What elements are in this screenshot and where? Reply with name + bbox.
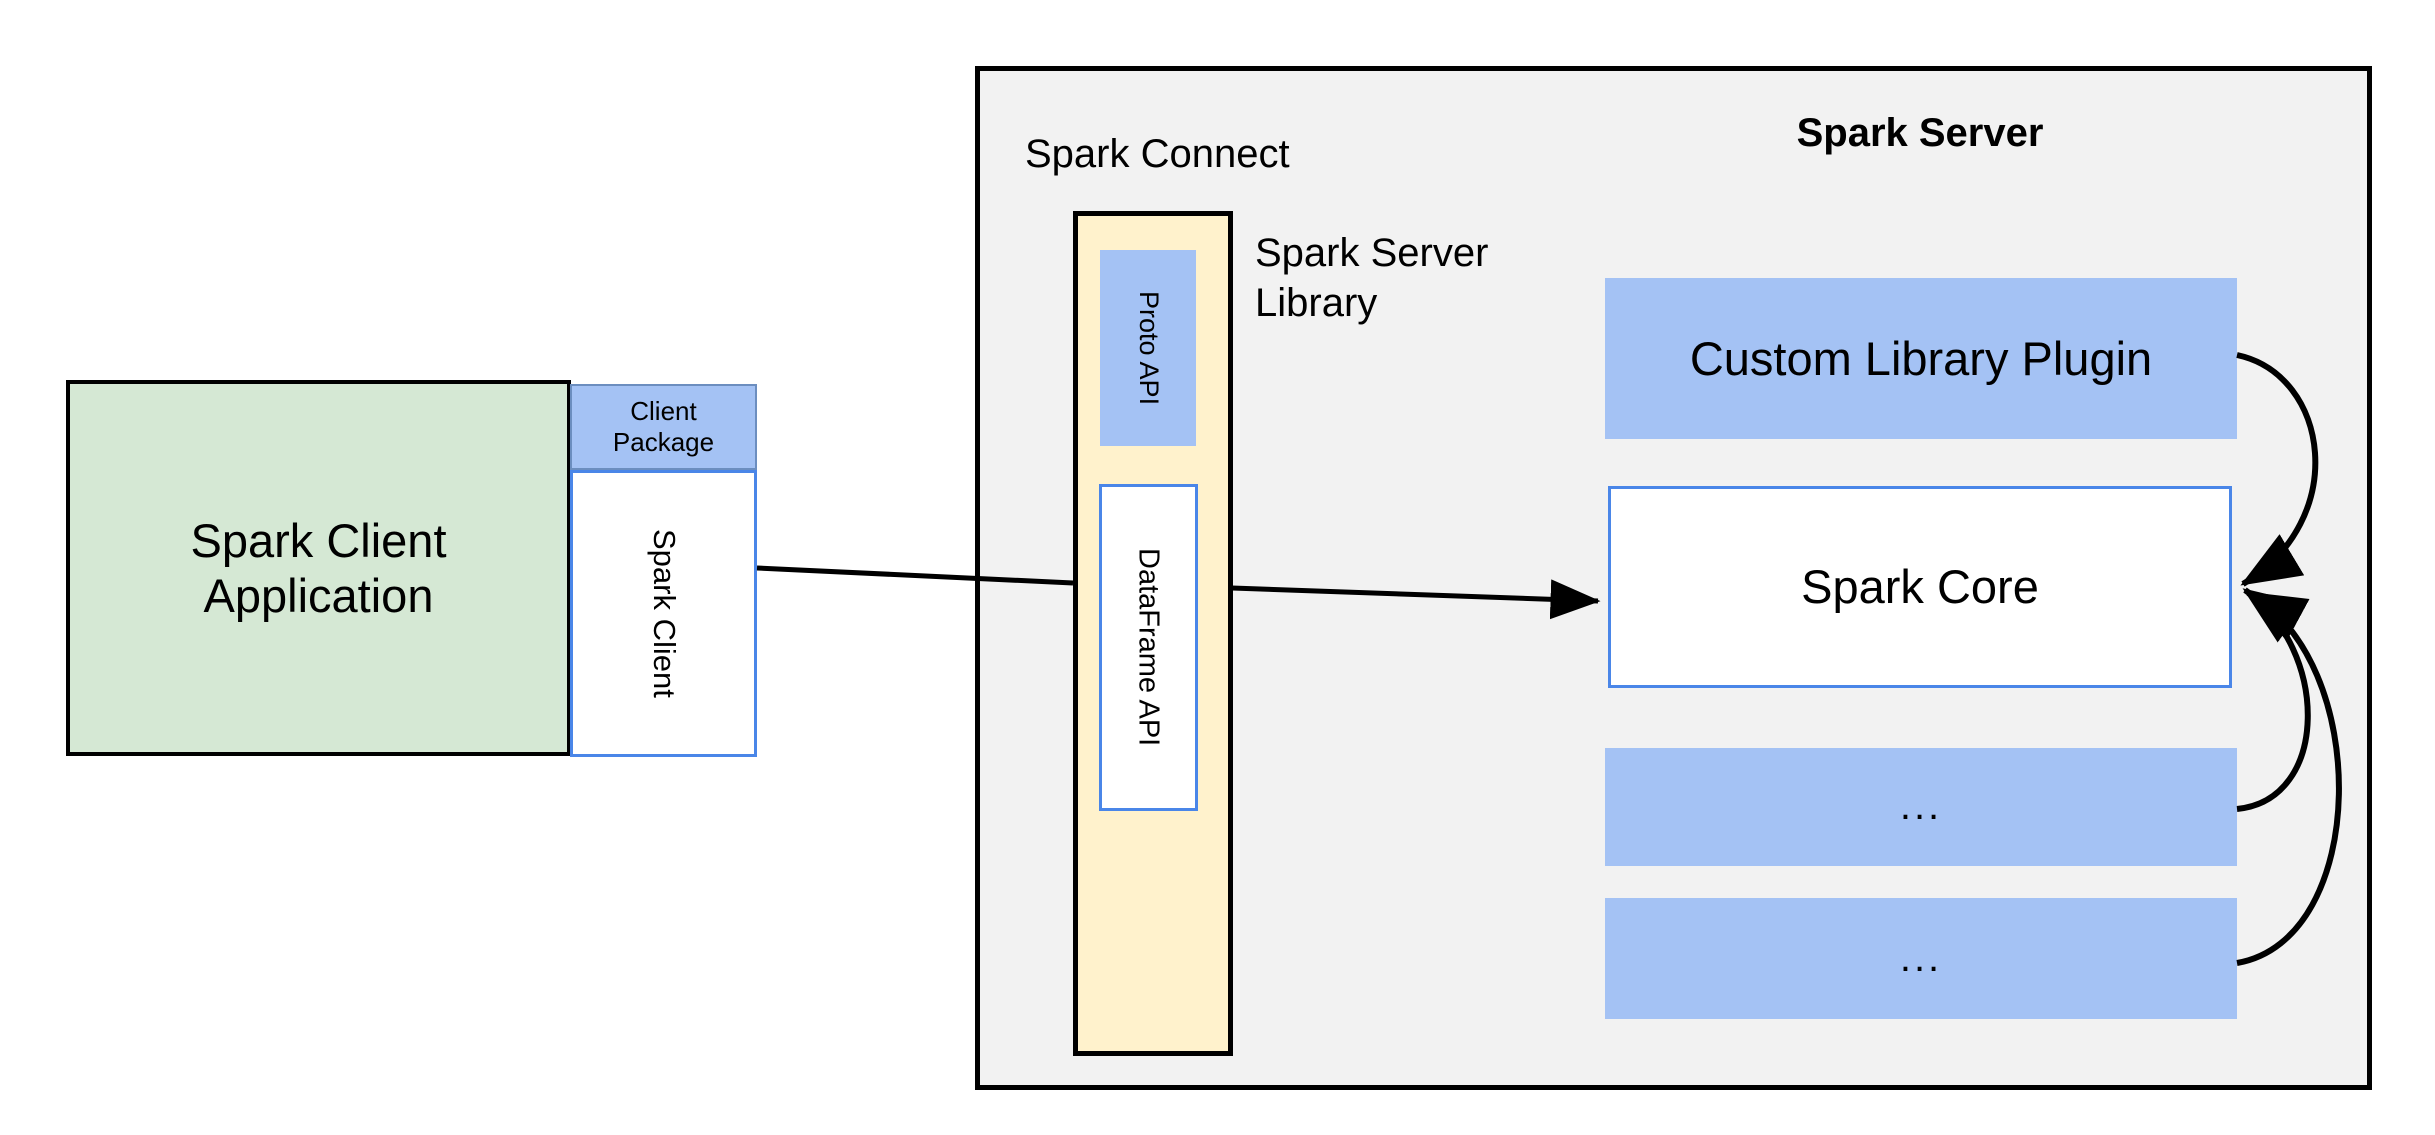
- server-component-ellipsis-box-1[interactable]: ...: [1605, 748, 2237, 866]
- spark-connect-api-label-line1: Spark Connect: [1025, 132, 1290, 176]
- proto-api-label: Proto API: [1133, 290, 1164, 406]
- custom-library-plugin-label: Custom Library Plugin: [1689, 331, 2153, 385]
- server-component-ellipsis-label-2: ...: [1899, 935, 1943, 980]
- spark-client-application-label: Spark Client Application: [190, 513, 447, 622]
- spark-core-box[interactable]: Spark Core: [1608, 486, 2232, 688]
- dataframe-api-label: DataFrame API: [1132, 548, 1165, 747]
- server-component-ellipsis-box-2[interactable]: ...: [1605, 898, 2237, 1019]
- spark-client-box[interactable]: Spark Client: [570, 470, 757, 757]
- spark-server-library-label: Spark Server Library: [1255, 231, 1489, 325]
- server-component-ellipsis-label-1: ...: [1899, 784, 1943, 829]
- client-package-label: Client Package: [612, 396, 715, 457]
- proto-api-box[interactable]: Proto API: [1100, 250, 1196, 446]
- custom-library-plugin-box[interactable]: Custom Library Plugin: [1605, 278, 2237, 439]
- client-package-box[interactable]: Client Package: [570, 384, 757, 470]
- spark-server-title: Spark Server: [1796, 111, 2044, 155]
- spark-client-application-box[interactable]: Spark Client Application: [66, 380, 571, 756]
- spark-client-label: Spark Client: [646, 529, 682, 698]
- dataframe-api-box[interactable]: DataFrame API: [1099, 484, 1198, 811]
- spark-core-label: Spark Core: [1801, 560, 2039, 614]
